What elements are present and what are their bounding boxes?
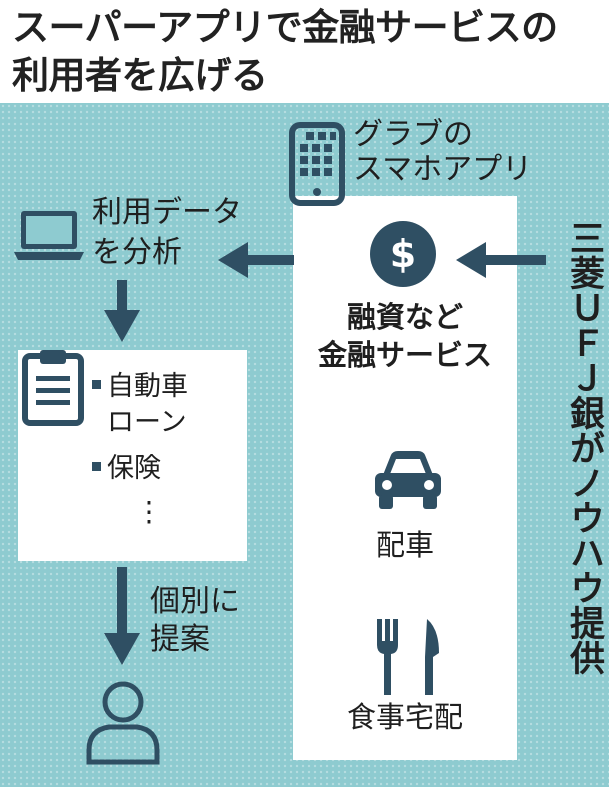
fork-knife-icon	[377, 619, 439, 695]
clipboard-icon	[22, 350, 84, 426]
product-item-2-label: 保険	[107, 453, 161, 484]
arrow-products-to-user	[104, 567, 140, 665]
products-box	[18, 350, 247, 561]
title-line-2: 利用者を広げる	[12, 54, 268, 97]
person-icon	[86, 681, 160, 765]
finance-label-1: 融資など	[346, 300, 463, 334]
bank-label: 三菱ＵＦＪ銀がノウハウ提供	[564, 220, 604, 675]
product-item-2: 保険	[92, 452, 161, 486]
dollar-coin-icon: $	[370, 221, 436, 287]
arrow-bank-to-app	[456, 242, 546, 278]
proposal-label-2: 提案	[150, 622, 210, 657]
app-label-1: グラブの	[353, 117, 473, 152]
dollar-symbol: $	[390, 232, 416, 276]
food-label: 食事宅配	[346, 700, 463, 734]
ride-label: 配車	[375, 528, 434, 562]
title-line-1: スーパーアプリで金融サービスの	[12, 6, 558, 49]
products-ellipsis: ⋮	[135, 495, 163, 528]
product-item-1-cont: ローン	[107, 407, 187, 438]
app-label-2: スマホアプリ	[353, 152, 533, 187]
proposal-label-1: 個別に	[150, 584, 240, 619]
bullet	[92, 380, 101, 389]
car-icon	[375, 451, 441, 509]
analysis-label-2: を分析	[92, 235, 182, 270]
arrow-app-to-analysis	[218, 242, 294, 278]
analysis-label-1: 利用データ	[92, 195, 242, 230]
bullet	[92, 462, 101, 471]
finance-label-2: 金融サービス	[317, 338, 492, 372]
diagram-title: スーパーアプリで金融サービスの 利用者を広げる	[12, 4, 602, 100]
smartphone-icon	[289, 122, 345, 206]
product-item-1: 自動車	[92, 370, 188, 404]
arrow-analysis-to-products	[104, 280, 140, 342]
product-item-1-label: 自動車	[107, 371, 188, 402]
laptop-icon	[14, 211, 84, 260]
